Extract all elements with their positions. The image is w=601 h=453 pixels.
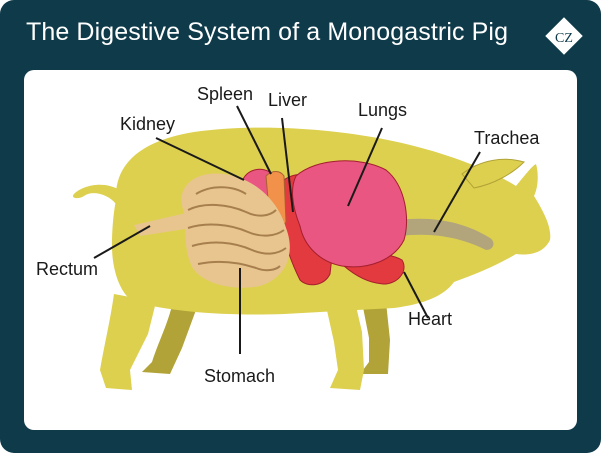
pig-far-back-leg (142, 296, 196, 374)
pig-tail (72, 184, 120, 204)
label-liver: Liver (268, 90, 307, 110)
heart-leader (403, 271, 429, 319)
label-kidney: Kidney (120, 114, 175, 134)
label-spleen: Spleen (197, 84, 253, 104)
trachea-leader (433, 151, 481, 233)
label-trachea: Trachea (474, 128, 540, 148)
label-heart: Heart (408, 309, 452, 329)
liver-leader (281, 117, 294, 213)
pig-ear (461, 158, 525, 189)
label-rectum: Rectum (36, 259, 98, 279)
lungs-organ (292, 160, 407, 268)
pig-near-front-leg (326, 306, 364, 390)
pig-diagram: Spleen Liver Lungs Kidney Trachea Rectum… (36, 84, 551, 390)
rectum-organ (134, 213, 192, 236)
pig-far-front-leg (360, 302, 390, 374)
logo-text: CZ (555, 31, 573, 46)
stomach-organ (181, 173, 290, 288)
rectum-leader (93, 225, 151, 259)
label-lungs: Lungs (358, 100, 407, 120)
label-stomach: Stomach (204, 366, 275, 386)
pig-near-back-leg (100, 294, 156, 390)
kidney-leader (155, 137, 245, 181)
lungs-leader (347, 127, 383, 207)
trachea-organ (398, 218, 494, 250)
diagram-card: Spleen Liver Lungs Kidney Trachea Rectum… (24, 70, 577, 430)
spleen-leader (236, 105, 272, 175)
page-title: The Digestive System of a Monogastric Pi… (26, 18, 509, 46)
brand-logo: CZ (543, 15, 585, 57)
